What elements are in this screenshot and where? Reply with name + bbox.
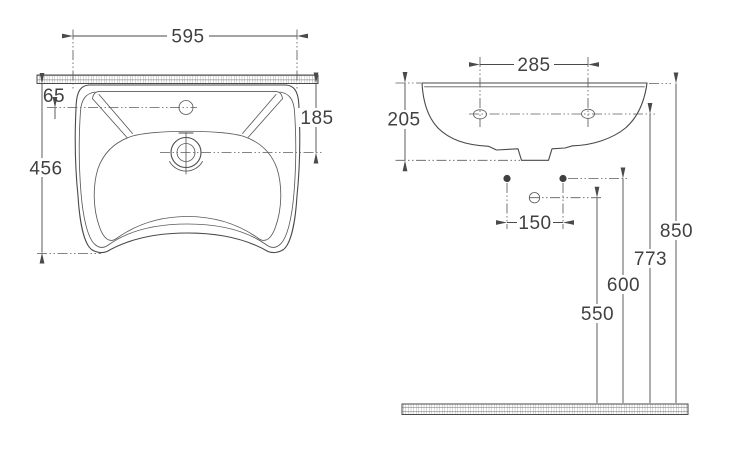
wall-section-hatch bbox=[36, 74, 319, 84]
dimension-fixing-spacing: 150 bbox=[496, 213, 574, 234]
dimension-fixing-height: 600 bbox=[605, 167, 642, 414]
dim-label-550: 550 bbox=[581, 304, 614, 325]
dim-label-285: 285 bbox=[517, 55, 550, 76]
tap-deck-edge bbox=[92, 90, 283, 100]
fixing-point-right bbox=[559, 174, 567, 183]
dim-text-mask bbox=[514, 55, 554, 74]
dimension-width: 595 bbox=[62, 27, 308, 89]
dimension-hole-height: 773 bbox=[632, 103, 669, 414]
dimension-tap-setback: 65 bbox=[43, 86, 65, 119]
dim-label-595: 595 bbox=[171, 27, 204, 48]
dim-text-mask bbox=[605, 275, 642, 294]
dim-label-150: 150 bbox=[518, 213, 551, 234]
dimension-hole-spacing: 285 bbox=[469, 55, 599, 127]
drain-recess-arc bbox=[169, 161, 203, 172]
front-view: 285 205 150 550 bbox=[387, 55, 695, 415]
dim-text-mask bbox=[298, 108, 336, 127]
basin-outer-outline bbox=[74, 84, 301, 254]
dim-text-mask bbox=[658, 221, 695, 240]
dimension-basin-height: 205 bbox=[387, 72, 520, 172]
basin-bowl-outline bbox=[93, 130, 282, 241]
dim-label-185: 185 bbox=[300, 108, 333, 129]
dim-label-205: 205 bbox=[387, 110, 420, 131]
dimension-drain-setback: 185 bbox=[298, 72, 336, 164]
extension-lines bbox=[72, 29, 298, 89]
dim-label-600: 600 bbox=[607, 275, 640, 296]
dim-label-773: 773 bbox=[634, 249, 667, 270]
dim-text-mask bbox=[517, 213, 553, 232]
floor-section-hatch bbox=[401, 403, 689, 415]
dim-text-mask bbox=[167, 27, 209, 45]
waste-outlet-point bbox=[528, 192, 541, 204]
deck-wing-right bbox=[242, 94, 283, 138]
extension-lines bbox=[479, 57, 589, 127]
basin-mid-outline bbox=[78, 91, 297, 248]
dimension-outlet-height: 550 bbox=[579, 186, 616, 414]
dim-text-mask bbox=[27, 158, 66, 177]
dimension-depth: 456 bbox=[27, 73, 101, 264]
dim-label-850: 850 bbox=[660, 221, 693, 242]
dim-label-65: 65 bbox=[43, 86, 65, 107]
dimension-rim-height: 850 bbox=[649, 72, 695, 414]
dim-text-mask bbox=[632, 249, 669, 268]
fixing-point-left bbox=[503, 174, 511, 183]
deck-wing-left bbox=[92, 94, 133, 138]
dim-text-mask bbox=[579, 304, 616, 323]
plan-view: 595 65 456 185 bbox=[27, 27, 336, 264]
drain-outlet bbox=[169, 132, 203, 175]
dim-text-mask bbox=[387, 110, 423, 129]
basin-profile-outline bbox=[421, 82, 648, 161]
dim-label-456: 456 bbox=[29, 159, 62, 180]
